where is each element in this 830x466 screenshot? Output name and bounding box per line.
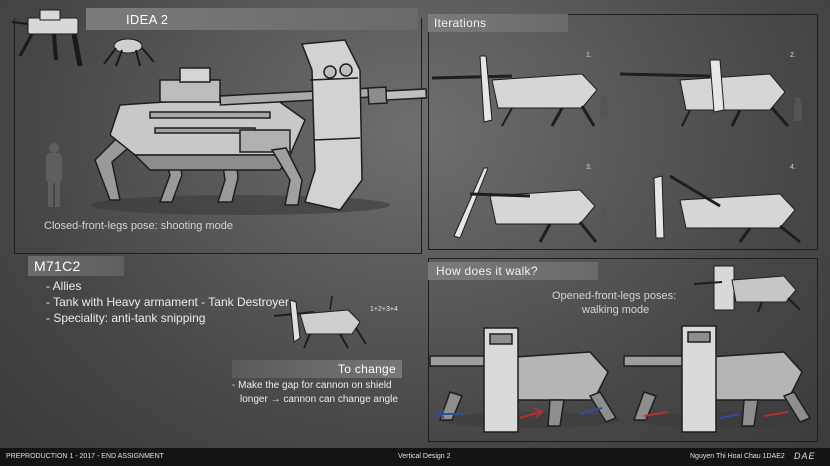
iteration-number: 3.: [586, 164, 592, 171]
to-change-heading: To change: [337, 362, 396, 376]
iteration-sketch-1: [431, 55, 608, 127]
to-change-line: - Make the gap for cannon on shield: [232, 380, 392, 391]
footer-logo: DAE: [794, 451, 816, 461]
spec-bullet: - Allies: [46, 279, 82, 293]
footer-center: Vertical Design 2: [398, 453, 451, 460]
iteration-sketch-4: [653, 174, 801, 244]
spec-bullet: - Tank with Heavy armament - Tank Destro…: [46, 295, 289, 309]
footer-right: Nguyen Thi Hoai Chau 1DAE2: [690, 453, 785, 460]
page-title: IDEA 2: [126, 12, 169, 27]
iteration-number: 2.: [790, 52, 796, 59]
iteration-sketch-3: [453, 167, 608, 243]
left-frame: [14, 18, 422, 254]
walk-small-sketch: [693, 265, 801, 313]
iterations-heading: Iterations: [434, 16, 487, 30]
to-change-line: longer → cannon can change angle: [240, 394, 398, 405]
iteration-number: 4.: [790, 164, 796, 171]
spec-title: M71C2: [34, 258, 81, 274]
direction-arrows: [436, 407, 603, 419]
thumbnail-sketch-spider: [103, 38, 155, 67]
spec-list: - Allies - Tank with Heavy armament - Ta…: [46, 278, 289, 326]
walk-heading: How does it walk?: [436, 264, 538, 278]
footer-bar: PREPRODUCTION 1 - 2017 - END ASSIGNMENT …: [0, 448, 830, 466]
iteration-number: 1.: [586, 52, 592, 59]
iterations-band: Iterations: [428, 14, 568, 32]
iterations-frame: [428, 14, 818, 250]
main-render-caption: Closed-front-legs pose: shooting mode: [44, 220, 233, 232]
walk-frame: [428, 258, 818, 442]
walk-caption: walking mode: [582, 304, 650, 316]
header-band: IDEA 2: [86, 8, 418, 30]
soldier-silhouette: [46, 143, 62, 207]
walk-render-1: [429, 327, 620, 433]
small-tank-sketch: [273, 295, 367, 349]
walk-render-2: [623, 325, 814, 433]
direction-arrows: [643, 411, 789, 419]
to-change-band: To change: [232, 360, 402, 378]
thumbnail-sketch-walker: [11, 9, 83, 67]
spec-bullet: - Speciality: anti-tank snipping: [46, 311, 206, 325]
walk-caption: Opened-front-legs poses:: [552, 290, 677, 302]
spec-band: M71C2: [28, 256, 124, 276]
iteration-sketch-2: [619, 59, 802, 127]
sketch-note: 1+2+3+4: [370, 306, 398, 313]
main-tank-render: [46, 39, 428, 215]
walk-band: How does it walk?: [428, 262, 598, 280]
footer-left: PREPRODUCTION 1 - 2017 - END ASSIGNMENT: [6, 453, 164, 460]
